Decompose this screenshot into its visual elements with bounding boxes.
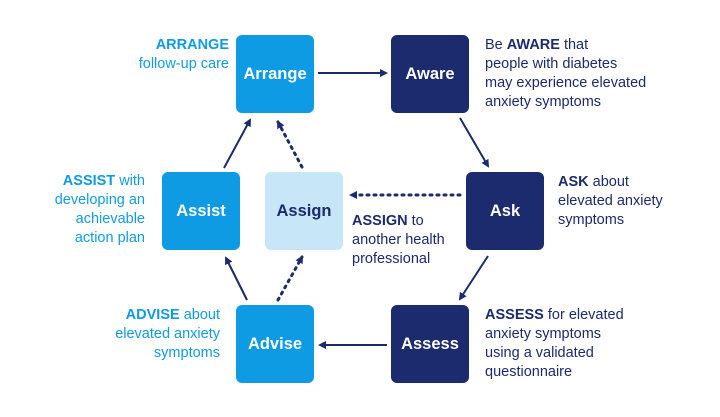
advise-box: Advise: [236, 305, 314, 383]
advise-caption-line2: elevated anxiety: [115, 326, 220, 342]
advise-caption: ADVISE about elevated anxiety symptoms: [60, 306, 220, 363]
assess-caption-line3: using a validated: [485, 345, 594, 361]
arrow-assist-arrange: [223, 118, 251, 169]
aware-caption-line1: that: [559, 37, 589, 53]
assist-caption-line2: developing an: [54, 192, 145, 208]
aware-caption-line2: people with diabetes: [485, 56, 618, 72]
aware-caption: Be AWARE that people with diabetes may e…: [485, 36, 715, 112]
arrange-caption: ARRANGE follow-up care: [29, 36, 229, 74]
aware-caption-line4: anxiety symptoms: [485, 94, 602, 110]
aware-caption-line3: may experience elevated: [485, 75, 647, 91]
aware-box: Aware: [391, 35, 469, 113]
assess-caption-line2: anxiety symptoms: [485, 326, 602, 342]
arrange-caption-line2: follow-up care: [138, 56, 229, 72]
advise-caption-line3: symptoms: [153, 345, 220, 361]
assign-label: Assign: [276, 201, 332, 220]
ask-box: Ask: [466, 172, 544, 250]
assign-caption: ASSIGN to another health professional: [352, 212, 472, 269]
ask-caption-line1: about: [588, 174, 629, 190]
assist-caption-line3: achievable: [75, 211, 145, 227]
ask-label: Ask: [489, 201, 521, 220]
arrow-aware-ask: [459, 117, 490, 168]
assign-box: Assign: [265, 172, 343, 250]
arrow-assign-arrange: [276, 120, 304, 169]
arrow-advise-assist: [225, 256, 248, 301]
arrange-keyword: ARRANGE: [155, 37, 229, 53]
assess-caption: ASSESS for elevated anxiety symptoms usi…: [485, 306, 705, 382]
arrange-box: Arrange: [236, 35, 314, 113]
assign-keyword: ASSIGN: [352, 213, 408, 229]
assist-label: Assist: [176, 201, 226, 220]
advise-caption-line1: about: [179, 307, 220, 323]
assign-caption-line1: to: [407, 213, 424, 229]
assign-caption-line2: another health: [352, 232, 445, 248]
assist-box: Assist: [162, 172, 240, 250]
assign-caption-line3: professional: [352, 251, 431, 267]
assess-box: Assess: [391, 305, 469, 383]
assess-keyword: ASSESS: [485, 307, 544, 323]
assess-caption-line1: for elevated: [543, 307, 624, 323]
assist-keyword: ASSIST: [62, 173, 116, 189]
aware-caption-pre: Be: [485, 37, 507, 53]
assess-label: Assess: [401, 334, 459, 353]
advise-keyword: ADVISE: [125, 307, 180, 323]
aware-label: Aware: [405, 64, 455, 83]
advise-label: Advise: [247, 334, 303, 353]
assess-caption-line4: questionnaire: [485, 364, 573, 380]
arrange-label: Arrange: [243, 64, 307, 83]
assist-caption: ASSIST with developing an achievable act…: [5, 172, 145, 248]
ask-keyword: ASK: [558, 174, 589, 190]
ask-caption-line3: symptoms: [558, 212, 625, 228]
aware-keyword: AWARE: [506, 37, 560, 53]
assist-caption-line4: action plan: [74, 230, 145, 246]
arrow-advise-assign: [276, 255, 304, 302]
assist-caption-line1: with: [115, 173, 145, 189]
ask-caption: ASK about elevated anxiety symptoms: [558, 173, 708, 230]
ask-caption-line2: elevated anxiety: [558, 193, 663, 209]
arrow-ask-assess: [458, 255, 489, 301]
